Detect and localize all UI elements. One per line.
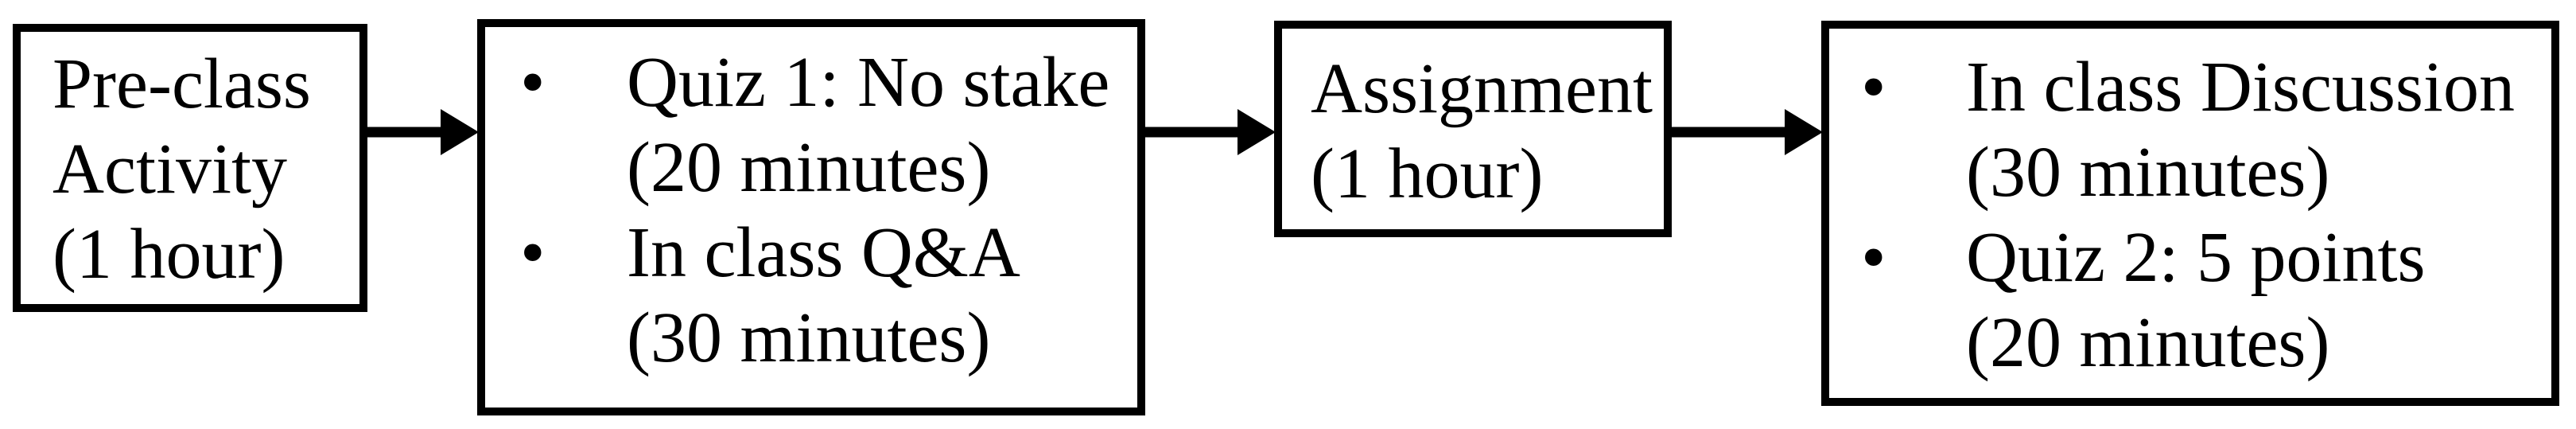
list-item: • In class Discussion (30 minutes) — [1829, 45, 2551, 215]
node-pre-class-activity: Pre-class Activity (1 hour) — [13, 24, 367, 312]
arrow-right-icon — [1144, 109, 1276, 155]
bullet-icon: • — [1861, 218, 1886, 297]
arrow-right-icon — [364, 109, 479, 155]
bullet-icon: • — [1861, 48, 1886, 127]
bullet-item-text: Quiz 2: 5 points (20 minutes) — [1966, 218, 2426, 382]
node-assignment: Assignment (1 hour) — [1274, 21, 1672, 237]
node-text: Assignment (1 hour) — [1311, 49, 1653, 213]
bullet-item-text: In class Q&A (30 minutes) — [627, 213, 1020, 377]
bullet-list: • Quiz 1: No stake (20 minutes) • In cla… — [485, 40, 1137, 380]
node-in-class-session-1: • Quiz 1: No stake (20 minutes) • In cla… — [477, 19, 1145, 415]
bullet-item-text: In class Discussion (30 minutes) — [1966, 48, 2515, 212]
list-item: • Quiz 1: No stake (20 minutes) — [485, 40, 1137, 210]
list-item: • Quiz 2: 5 points (20 minutes) — [1829, 215, 2551, 385]
bullet-icon: • — [520, 213, 546, 292]
list-item: • In class Q&A (30 minutes) — [485, 210, 1137, 380]
arrow-right-icon — [1670, 109, 1823, 155]
bullet-item-text: Quiz 1: No stake (20 minutes) — [627, 43, 1110, 207]
bullet-icon: • — [520, 43, 546, 122]
bullet-list: • In class Discussion (30 minutes) • Qui… — [1829, 45, 2551, 385]
node-in-class-session-2: • In class Discussion (30 minutes) • Qui… — [1821, 21, 2559, 406]
node-text: Pre-class Activity (1 hour) — [52, 45, 311, 294]
